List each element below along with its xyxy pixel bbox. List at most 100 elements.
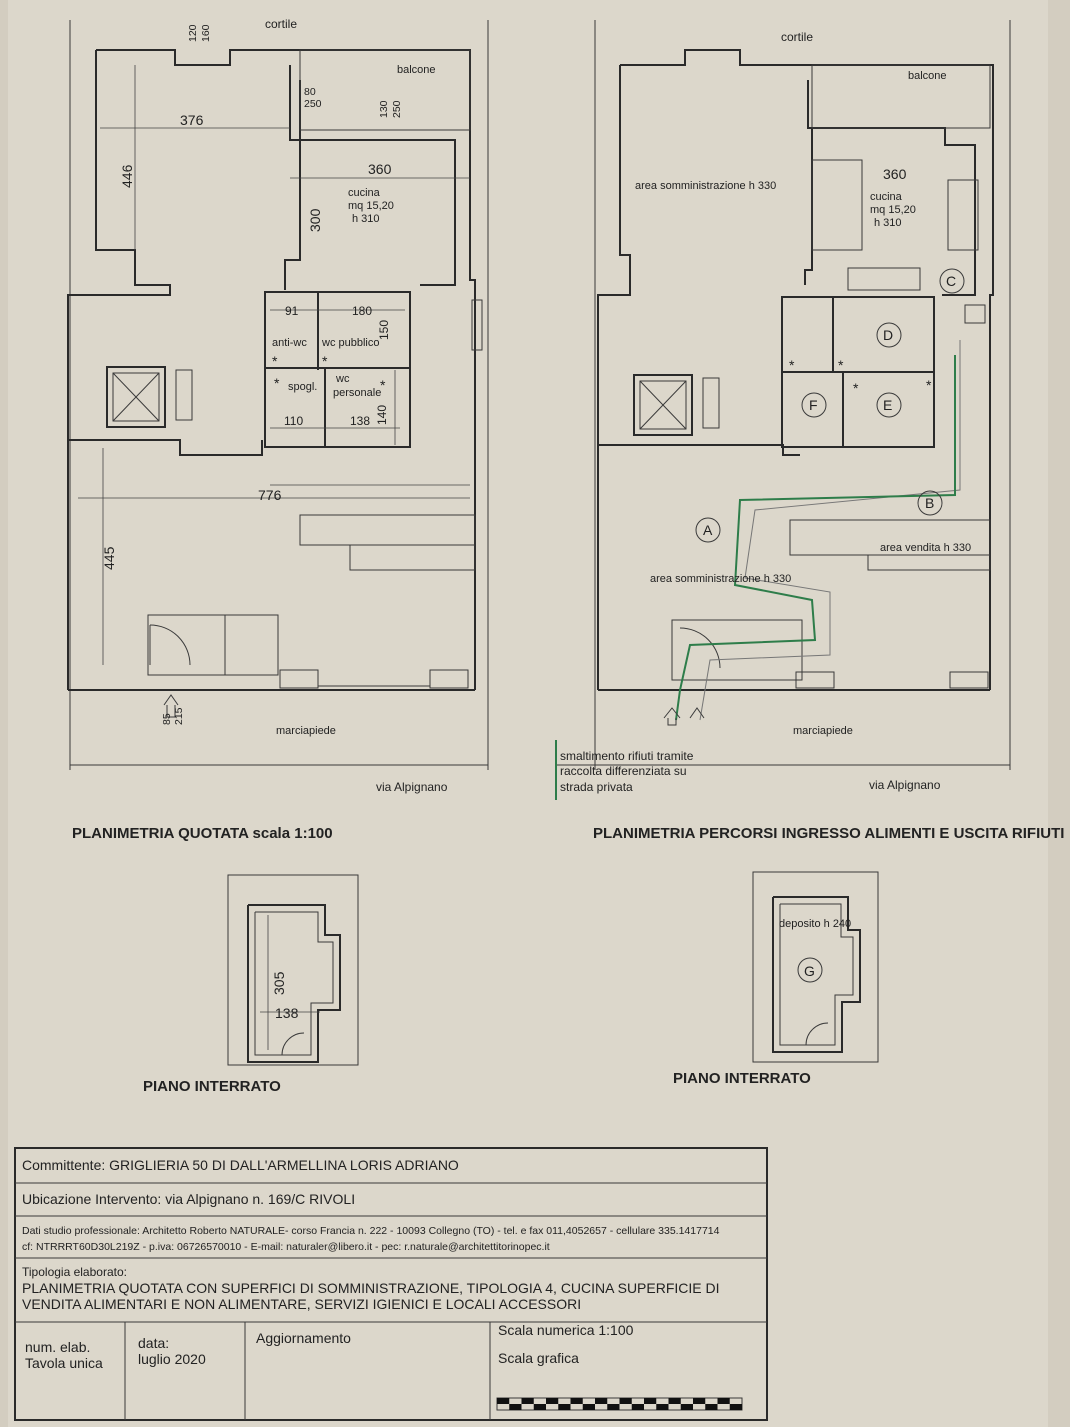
scale-bar-cell (631, 1404, 644, 1410)
right-marker-e: E (883, 397, 892, 413)
left-asterisk-1: * (272, 353, 278, 369)
left-dim-300: 300 (307, 208, 323, 232)
data-value: luglio 2020 (138, 1351, 206, 1367)
tipologia-label: Tipologia elaborato: (22, 1265, 127, 1279)
left-asterisk-3: * (274, 375, 280, 391)
left-dim-130: 130 (378, 100, 390, 118)
left-antiwc-label: anti-wc (272, 337, 307, 349)
right-cucina-label: cucina (870, 191, 903, 203)
studio-line-2: cf: NTRRRT60D30L219Z - p.iva: 0672657001… (22, 1241, 550, 1253)
right-marker-c: C (946, 273, 956, 289)
scale-bar-cell (607, 1404, 620, 1410)
left-dim-445: 445 (101, 546, 117, 570)
left-dim-376: 376 (180, 112, 204, 128)
left-dim-250b: 250 (391, 100, 403, 118)
left-dim-85: 85 (161, 713, 173, 725)
scale-bar-cell (570, 1398, 583, 1404)
left-street-label: via Alpignano (376, 780, 448, 794)
right-balcone-label: balcone (908, 70, 947, 82)
aggiornamento-label: Aggiornamento (256, 1330, 351, 1346)
left-cucina-height: h 310 (352, 213, 380, 225)
left-dim-180: 180 (352, 304, 372, 318)
scale-bar-cell (595, 1398, 608, 1404)
scale-bar-cell (680, 1404, 693, 1410)
scale-bar-cell (693, 1398, 706, 1404)
left-dim-91: 91 (285, 304, 299, 318)
scale-bar-cell (533, 1404, 546, 1410)
basement-left-dim-305: 305 (271, 971, 287, 995)
scala-grafica-text: Scala grafica (498, 1350, 579, 1366)
scale-bar-cell (521, 1398, 534, 1404)
committente-text: Committente: GRIGLIERIA 50 DI DALL'ARMEL… (22, 1157, 459, 1173)
basement-left-caption: PIANO INTERRATO (143, 1078, 281, 1095)
right-asterisk-2: * (838, 357, 844, 373)
tipologia-line-2: VENDITA ALIMENTARI E NON ALIMENTARE, SER… (22, 1296, 581, 1312)
scale-bar-cell (497, 1398, 510, 1404)
right-rifiuti-line-1: smaltimento rifiuti tramite (560, 749, 694, 763)
scala-numerica-text: Scala numerica 1:100 (498, 1322, 634, 1338)
right-cucina-area: mq 15,20 (870, 204, 916, 216)
left-spogl-label: spogl. (288, 381, 317, 393)
right-asterisk-1: * (789, 357, 795, 373)
right-rifiuti-line-2: raccolta differenziata su (560, 764, 687, 778)
basement-right-marker-g: G (804, 963, 815, 979)
scale-bar-cell (656, 1404, 669, 1410)
left-dim-80: 80 (304, 86, 316, 98)
left-asterisk-2: * (322, 353, 328, 369)
title-block (14, 1147, 768, 1421)
right-street-label: via Alpignano (869, 778, 941, 792)
right-marker-d: D (883, 327, 893, 343)
left-cortile-label: cortile (265, 17, 297, 31)
scale-bar-cell (619, 1398, 632, 1404)
left-floor-plan (67, 20, 489, 770)
right-floor-plan (555, 20, 1011, 800)
scale-bar-cell (582, 1404, 595, 1410)
right-rifiuti-line-3: strada privata (560, 780, 633, 794)
left-plan-caption: PLANIMETRIA QUOTATA scala 1:100 (72, 825, 333, 842)
scale-bar-cell (546, 1398, 559, 1404)
num-elab-value: Tavola unica (25, 1355, 103, 1371)
left-dim-150: 150 (377, 320, 391, 340)
left-dim-360: 360 (368, 161, 392, 177)
left-dim-446: 446 (119, 164, 135, 188)
left-marciapiede-label: marciapiede (276, 725, 336, 737)
right-cortile-label: cortile (781, 30, 813, 44)
left-wcpersonale-label-1: wc (335, 373, 350, 385)
right-plan-caption: PLANIMETRIA PERCORSI INGRESSO ALIMENTI E… (593, 825, 1064, 842)
left-wcpersonale-label-2: personale (333, 387, 381, 399)
scale-bar-cell (644, 1398, 657, 1404)
scale-bar-cell (509, 1404, 522, 1410)
right-asterisk-4: * (926, 377, 932, 393)
right-marker-f: F (809, 397, 818, 413)
right-marciapiede-label: marciapiede (793, 725, 853, 737)
studio-line-1: Dati studio professionale: Architetto Ro… (22, 1225, 720, 1237)
right-marker-b: B (925, 495, 934, 511)
tipologia-line-1: PLANIMETRIA QUOTATA CON SUPERFICI DI SOM… (22, 1280, 720, 1296)
left-dim-110: 110 (284, 414, 303, 428)
right-area-top-label: area somministrazione h 330 (635, 180, 776, 192)
scale-bar-cell (705, 1404, 718, 1410)
left-cucina-area: mq 15,20 (348, 200, 394, 212)
basement-left-dim-138: 138 (275, 1005, 299, 1021)
scale-bar-cell (558, 1404, 571, 1410)
left-dim-160: 160 (200, 24, 212, 42)
left-balcone-label: balcone (397, 64, 436, 76)
left-dim-140: 140 (375, 405, 389, 425)
left-dim-776: 776 (258, 487, 282, 503)
left-dim-120: 120 (187, 24, 199, 42)
right-asterisk-3: * (853, 380, 859, 396)
num-elab-label: num. elab. (25, 1339, 90, 1355)
left-asterisk-4: * (380, 377, 386, 393)
scale-bar-cell (729, 1404, 742, 1410)
right-dim-360: 360 (883, 166, 907, 182)
basement-right-caption: PIANO INTERRATO (673, 1070, 811, 1087)
left-basement-plan (227, 874, 359, 1066)
right-cucina-height: h 310 (874, 217, 902, 229)
left-cucina-label: cucina (348, 187, 381, 199)
right-basement-plan (752, 871, 879, 1063)
left-dim-250a: 250 (304, 98, 322, 110)
right-area-bottom-label: area somministrazione h 330 (650, 573, 791, 585)
left-wcpubblico-label: wc pubblico (321, 337, 379, 349)
left-dim-138: 138 (350, 414, 370, 428)
